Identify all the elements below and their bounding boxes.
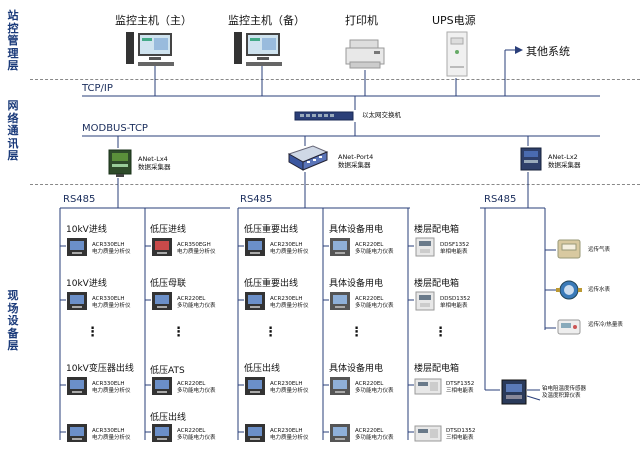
col2-header: 低压出线 <box>150 413 187 423</box>
other-systems-label: 其他系统 <box>526 45 570 58</box>
col1-header: 10kV进线 <box>66 279 107 289</box>
col1-header: 10kV变压器出线 <box>66 364 134 374</box>
power-meter-icon <box>152 238 172 256</box>
separator-station-network <box>30 79 640 80</box>
meter-label: ACR220EL 多功能电力仪表 <box>177 381 216 394</box>
ups-label: UPS电源 <box>432 14 476 27</box>
collector-3-label: ANet-Lx2 数据采集器 <box>548 153 581 169</box>
power-meter-icon <box>152 292 172 310</box>
col3-header: 低压重要出线 <box>244 279 299 289</box>
tcpip-label: TCP/IP <box>82 83 113 94</box>
meter-label: ACR220EL 多功能电力仪表 <box>355 381 394 394</box>
meter-label: ACR230ELH 电力质量分析仪 <box>270 428 309 441</box>
printer-label: 打印机 <box>345 14 378 27</box>
col2-header: 低压母联 <box>150 279 187 289</box>
power-meter-icon <box>152 424 172 442</box>
ellipsis: ⋮ <box>434 325 447 340</box>
power-meter-icon <box>245 377 265 395</box>
ups-icon <box>446 31 468 77</box>
meter-label: ACR230ELH 电力质量分析仪 <box>270 242 309 255</box>
rs485-label: RS485 <box>63 194 96 205</box>
col3-header: 低压出线 <box>244 364 281 374</box>
temperature-integrator-icon <box>501 379 527 405</box>
heat-meter-label: 远传冷/热量表 <box>588 322 623 328</box>
meter-label: ACR220EL 多功能电力仪表 <box>355 428 394 441</box>
data-collector-icon <box>108 149 132 177</box>
energy-meter-icon <box>415 237 435 257</box>
layer-label-station: 站控管理层 <box>7 9 19 72</box>
col3-header: 低压重要出线 <box>244 225 299 235</box>
monitor-main-label: 监控主机（主） <box>115 14 192 27</box>
col4-header: 具体设备用电 <box>329 225 384 235</box>
power-meter-icon <box>67 424 87 442</box>
sensor-label: 铂电阻温度传感器 及温度积算仪表 <box>542 386 587 399</box>
layer-label-field: 现场设备层 <box>7 289 19 352</box>
layer-label-network: 网络通讯层 <box>7 99 19 162</box>
meter-label: ACR330ELH 电力质量分析仪 <box>92 296 131 309</box>
power-meter-icon <box>67 238 87 256</box>
data-collector-icon <box>287 145 329 171</box>
meter-label: ACR330ELH 电力质量分析仪 <box>92 381 131 394</box>
power-meter-icon <box>245 424 265 442</box>
col5-header: 楼层配电箱 <box>414 279 460 289</box>
meter-label: DTSD1352 三相电能表 <box>446 428 476 441</box>
power-meter-icon <box>330 292 350 310</box>
meter-label: DDSF1352 单相电能表 <box>440 242 470 255</box>
power-meter-icon <box>330 424 350 442</box>
meter-label: ACR220EL 多功能电力仪表 <box>177 296 216 309</box>
data-collector-icon <box>520 147 542 171</box>
energy-meter-icon <box>415 291 435 311</box>
water-meter-label: 远传水表 <box>588 287 611 293</box>
energy-meter-icon <box>414 378 442 395</box>
power-meter-icon <box>67 377 87 395</box>
power-meter-icon <box>67 292 87 310</box>
meter-label: ACR230ELH 电力质量分析仪 <box>270 296 309 309</box>
col1-header: 10kV进线 <box>66 225 107 235</box>
col2-header: 低压进线 <box>150 225 187 235</box>
power-meter-icon <box>152 377 172 395</box>
computer-icon <box>234 32 282 66</box>
rs485-label: RS485 <box>240 194 273 205</box>
printer-icon <box>345 39 385 69</box>
monitor-backup-label: 监控主机（备） <box>228 14 305 27</box>
ellipsis: ⋮ <box>172 325 185 340</box>
power-meter-icon <box>330 377 350 395</box>
col4-header: 具体设备用电 <box>329 279 384 289</box>
power-meter-icon <box>245 238 265 256</box>
col5-header: 楼层配电箱 <box>414 225 460 235</box>
power-meter-icon <box>330 238 350 256</box>
meter-label: DDSD1352 单相电能表 <box>440 296 471 309</box>
ellipsis: ⋮ <box>264 325 277 340</box>
collector-2-label: ANet-Port4 数据采集器 <box>338 153 374 169</box>
meter-label: ACR220EL 多功能电力仪表 <box>355 296 394 309</box>
gas-meter-icon <box>557 239 581 259</box>
ethernet-switch-icon <box>294 111 354 121</box>
gas-meter-label: 远传气表 <box>588 247 611 253</box>
computer-icon <box>126 32 174 66</box>
meter-label: ACR330ELH 电力质量分析仪 <box>92 428 131 441</box>
meter-label: ACR230ELH 电力质量分析仪 <box>270 381 309 394</box>
ellipsis: ⋮ <box>86 325 99 340</box>
col2-header: 低压ATS <box>150 366 185 376</box>
meter-label: ACR330ELH 电力质量分析仪 <box>92 242 131 255</box>
ellipsis: ⋮ <box>350 325 363 340</box>
meter-label: DTSF1352 三相电能表 <box>446 381 475 394</box>
collector-1-label: ANet-Lx4 数据采集器 <box>138 155 171 171</box>
switch-label: 以太网交换机 <box>362 111 401 119</box>
meter-label: ACR220EL 多功能电力仪表 <box>355 242 394 255</box>
water-meter-icon <box>556 280 582 300</box>
energy-meter-icon <box>414 425 442 442</box>
heat-meter-icon <box>557 319 581 335</box>
rs485-label: RS485 <box>484 194 517 205</box>
power-meter-icon <box>245 292 265 310</box>
col5-header: 楼层配电箱 <box>414 364 460 374</box>
col4-header: 具体设备用电 <box>329 364 384 374</box>
separator-network-field <box>30 184 640 185</box>
modbus-label: MODBUS-TCP <box>82 123 148 134</box>
meter-label: ACR350EGH 电力质量分析仪 <box>177 242 216 255</box>
meter-label: ACR220EL 多功能电力仪表 <box>177 428 216 441</box>
